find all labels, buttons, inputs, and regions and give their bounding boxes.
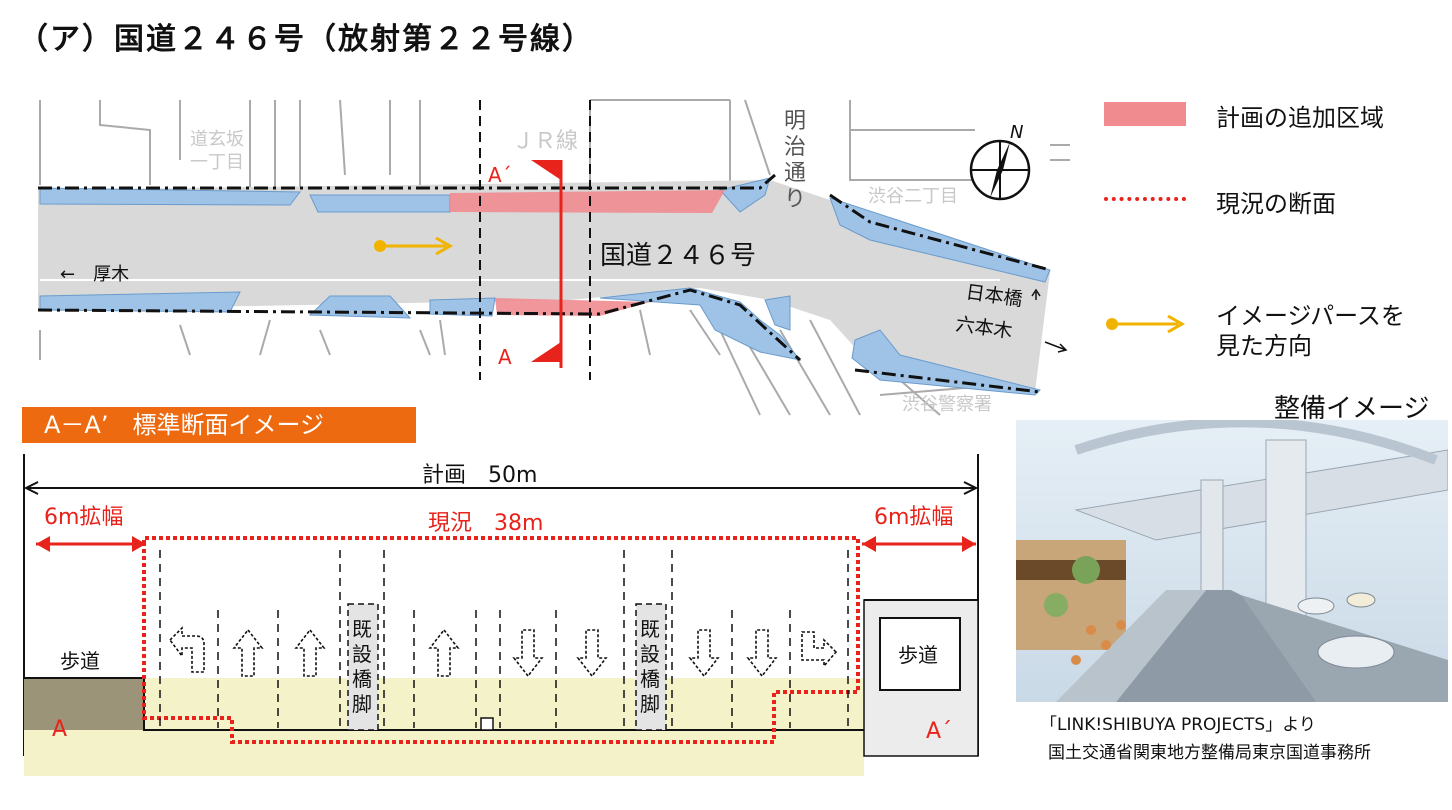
left-sidewalk-ground xyxy=(24,678,144,730)
legend-current-section: 現況の断面 xyxy=(1216,190,1336,218)
north-compass-icon xyxy=(969,139,1031,201)
sidewalk-left-label: 歩道 xyxy=(60,649,100,673)
label-jr-line: ＪＲ線 xyxy=(512,129,578,154)
pier-left-char-3: 橋 xyxy=(352,667,372,691)
label-meiji-3: 通 xyxy=(784,161,806,186)
arrow-up-icon xyxy=(1031,288,1041,300)
label-dogenzaka-2: 一丁目 xyxy=(190,152,244,173)
sidewalk-right-label: 歩道 xyxy=(898,643,938,667)
road-name: 国道２４６号 xyxy=(600,241,756,271)
boundary-lines xyxy=(37,173,1051,394)
current-section-outline xyxy=(142,536,860,744)
label-shibuya2: 渋谷二丁目 xyxy=(868,186,958,207)
cross-label-a-prime: A´ xyxy=(926,719,952,744)
lane-arrow-up-icon xyxy=(429,629,459,677)
perspective-arrow-icon xyxy=(374,236,454,256)
legend-swatch-additional xyxy=(1104,102,1186,126)
legend-perspective-1: イメージパースを xyxy=(1216,302,1405,330)
label-dogenzaka-1: 道玄坂 xyxy=(190,129,244,150)
arrow-right-icon xyxy=(1044,341,1068,353)
page-title: （ア）国道２４６号（放射第２２号線） xyxy=(18,22,594,57)
legend-perspective-arrow-icon xyxy=(1106,314,1186,334)
lane-arrow-down-icon xyxy=(689,629,719,677)
lane-arrow-up-icon xyxy=(295,629,325,677)
ground-fill xyxy=(24,678,864,776)
perspective-image xyxy=(1016,420,1448,702)
lane-dividers xyxy=(159,550,849,728)
pier-left-char-2: 設 xyxy=(352,642,372,666)
lane-arrow-down-icon xyxy=(513,629,543,677)
section-banner: A－A’ 標準断面イメージ xyxy=(22,407,416,443)
plan-width-label: 計画 50m xyxy=(422,463,537,488)
pier-right-char-2: 設 xyxy=(640,642,660,666)
pier-right-char-4: 脚 xyxy=(640,692,660,716)
cross-section: 計画 50m 6m拡幅 6m拡幅 現況 38m 既 xyxy=(23,454,979,776)
widen-left-dimension xyxy=(36,536,146,552)
existing-pier-left xyxy=(347,603,379,731)
lane-arrow-right-turn-icon xyxy=(801,631,837,667)
road-surface xyxy=(38,180,1050,392)
credit-source: 「LINK!SHIBUYA PROJECTS」より xyxy=(1040,715,1316,735)
existing-pier-right xyxy=(635,603,667,731)
section-label-a: A xyxy=(498,345,512,369)
label-meiji-2: 治 xyxy=(784,135,806,160)
section-label-a-prime: A´ xyxy=(488,163,512,187)
pier-right-char-3: 橋 xyxy=(640,667,660,691)
label-police: 渋谷警察署 xyxy=(902,394,992,415)
section-line-aa xyxy=(531,160,563,368)
jr-railway xyxy=(479,100,591,380)
legend-perspective-2: 見た方向 xyxy=(1216,332,1312,360)
compass-n-label: N xyxy=(1010,122,1023,143)
widen-left-label: 6m拡幅 xyxy=(44,505,123,530)
cross-label-a: A xyxy=(52,717,67,742)
lane-arrow-up-icon xyxy=(233,629,263,677)
right-sidewalk-box xyxy=(879,617,961,691)
plan-map: 道玄坂 一丁目 ＪＲ線 明 治 通 り 渋谷二丁目 渋谷警察署 国道２４６号 ←… xyxy=(37,99,1070,416)
pier-left-char-4: 脚 xyxy=(352,692,372,716)
plan-width-dimension xyxy=(23,481,979,495)
lane-arrow-left-turn-icon xyxy=(169,627,205,673)
current-width-label: 現況 38m xyxy=(428,511,543,536)
credit-office: 国土交通省関東地方整備局東京国道事務所 xyxy=(1048,743,1371,763)
lane-arrow-down-icon xyxy=(747,629,777,677)
widen-right-dimension xyxy=(862,536,976,552)
pier-right-char-1: 既 xyxy=(640,617,660,641)
lane-arrow-down-icon xyxy=(577,629,607,677)
label-meiji-1: 明 xyxy=(784,109,806,134)
legend-swatch-current xyxy=(1104,197,1186,201)
direction-atsugi: ← 厚木 xyxy=(60,264,129,285)
image-title: 整備イメージ xyxy=(1274,394,1430,424)
pier-left-char-1: 既 xyxy=(352,617,372,641)
label-meiji-4: り xyxy=(784,187,806,212)
median-marker xyxy=(480,717,494,731)
legend-additional-area: 計画の追加区域 xyxy=(1216,104,1384,132)
widen-right-label: 6m拡幅 xyxy=(874,505,953,530)
